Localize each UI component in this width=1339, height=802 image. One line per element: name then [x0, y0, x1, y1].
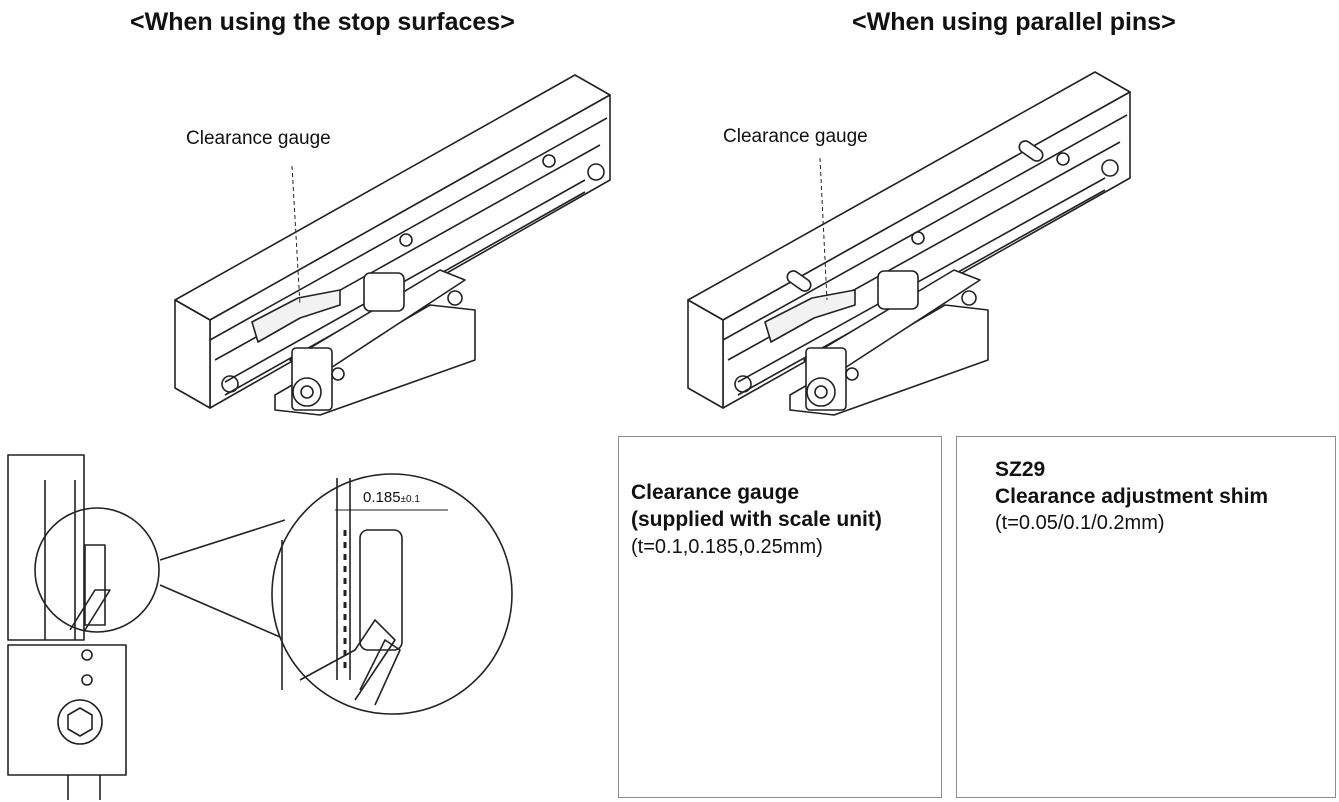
shim-title: Clearance adjustment shim: [995, 485, 1269, 508]
clearance-detail-view: [7, 454, 513, 800]
callout-clearance-gauge-right: Clearance gauge: [723, 126, 868, 147]
shim-panel: SZ29 Clearance adjustment shim (t=0.05/0…: [956, 436, 1336, 798]
gauge-subtitle: (supplied with scale unit): [631, 508, 882, 531]
scale-illustration-left: [174, 74, 611, 416]
clearance-gauge-panel: Clearance gauge (supplied with scale uni…: [618, 436, 942, 798]
clearance-dimension: 0.185±0.1: [363, 489, 420, 506]
dimension-tolerance: ±0.1: [400, 494, 420, 505]
gauge-thickness-spec: (t=0.1,0.185,0.25mm): [631, 536, 823, 558]
dimension-value: 0.185: [363, 489, 401, 506]
scale-illustration-right: [687, 71, 1131, 416]
shim-thickness-spec: (t=0.05/0.1/0.2mm): [995, 512, 1165, 534]
heading-stop-surfaces: <When using the stop surfaces>: [130, 8, 515, 36]
parallel-pin: [786, 140, 1044, 292]
callout-clearance-gauge-left: Clearance gauge: [186, 128, 331, 149]
shim-part-code: SZ29: [995, 458, 1046, 481]
gauge-title: Clearance gauge: [631, 481, 800, 504]
heading-parallel-pins: <When using parallel pins>: [852, 8, 1176, 36]
